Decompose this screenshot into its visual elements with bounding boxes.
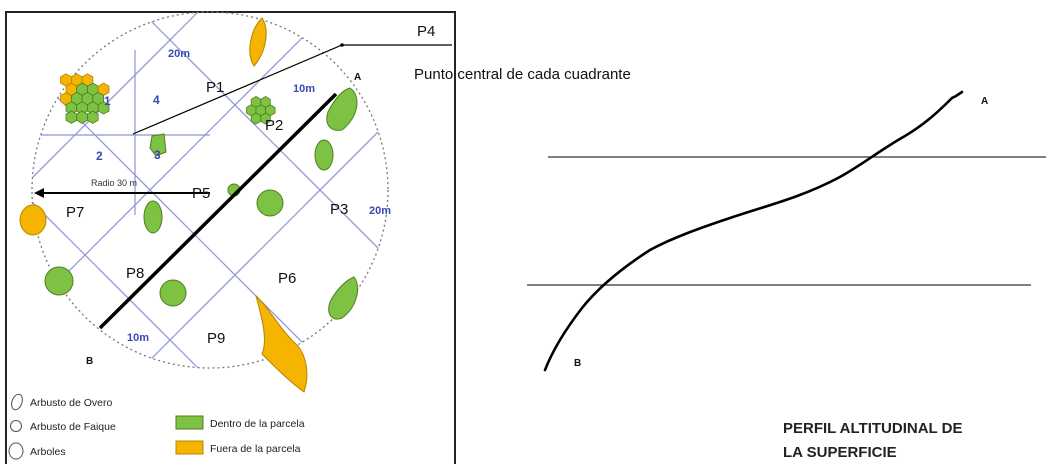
label-p6: P6 xyxy=(278,270,296,287)
inside-shrub-q3 xyxy=(149,133,167,157)
legend-arboles-icon xyxy=(8,442,24,460)
inside-shrub-p6 xyxy=(328,276,358,320)
tree-cluster-p2 xyxy=(246,96,276,125)
transect-line xyxy=(98,92,338,330)
p4-callout-dot xyxy=(340,43,344,47)
legend-outside-swatch xyxy=(175,440,204,455)
profile-title-line2: LA SUPERFICIE xyxy=(783,444,897,461)
tree-hexagon xyxy=(65,110,78,124)
label-dist-right-top: 10m xyxy=(293,83,315,95)
grid-line xyxy=(32,12,331,321)
inside-overo-center xyxy=(143,200,163,234)
label-p1: P1 xyxy=(206,79,224,96)
grid-line xyxy=(129,12,388,271)
legend-inside-swatch xyxy=(175,415,204,430)
label-quadrant-4: 4 xyxy=(153,93,160,107)
label-dist-right: 20m xyxy=(369,205,391,217)
radius-arrowhead xyxy=(34,188,44,198)
tree-hexagon xyxy=(260,112,271,125)
grid-line xyxy=(32,12,211,251)
grid-line xyxy=(32,129,211,368)
tree-cluster xyxy=(60,73,110,124)
legend-overo-icon xyxy=(11,393,23,411)
outside-shrub-bottom xyxy=(255,294,308,393)
tree-hexagon xyxy=(87,110,99,124)
legend: Arbusto de Overo Arbusto de Faique Arbol… xyxy=(8,393,305,460)
tree-hexagon xyxy=(250,112,262,125)
label-p2: P2 xyxy=(265,117,283,134)
label-quadrant-1: 1 xyxy=(104,94,111,108)
legend-overo-label: Arbusto de Overo xyxy=(30,397,112,409)
tree-hexagon xyxy=(76,110,88,124)
label-dist-top: 20m xyxy=(168,48,190,60)
label-p8: P8 xyxy=(126,265,144,282)
label-p3: P3 xyxy=(330,201,348,218)
legend-outside-label: Fuera de la parcela xyxy=(210,443,301,455)
inside-shrub-a xyxy=(326,87,358,131)
left-panel-frame xyxy=(5,11,456,464)
label-p7: P7 xyxy=(66,204,84,221)
quadrant-grid xyxy=(32,12,388,368)
label-quadrant-3: 3 xyxy=(154,148,161,162)
inside-overo xyxy=(314,139,334,171)
tree-hexagon xyxy=(97,101,110,115)
label-p9: P9 xyxy=(207,330,225,347)
label-p4: P4 xyxy=(417,23,435,40)
legend-inside-label: Dentro de la parcela xyxy=(210,418,305,430)
label-radius: Radio 30 m xyxy=(91,178,137,188)
label-quadrant-2: 2 xyxy=(96,149,103,163)
profile-label-a: A xyxy=(981,96,988,107)
inside-tree-p8 xyxy=(159,279,187,307)
label-dist-bottom: 10m xyxy=(127,332,149,344)
center-note: Punto central de cada cuadrante xyxy=(414,66,631,83)
label-p5: P5 xyxy=(192,185,210,202)
label-point-b: B xyxy=(86,356,93,367)
legend-faique-label: Arbusto de Faique xyxy=(30,421,116,433)
profile-label-b: B xyxy=(574,358,581,369)
legend-faique-icon xyxy=(10,420,22,432)
profile-curve xyxy=(543,90,964,372)
inside-tree-center xyxy=(256,189,284,217)
inside-tree-left xyxy=(44,266,74,296)
outside-shrub-top xyxy=(249,17,267,67)
label-point-a: A xyxy=(354,72,361,83)
plot-circle xyxy=(31,11,389,369)
outside-faique-left xyxy=(19,204,47,236)
profile-title-line1: PERFIL ALTITUDINAL DE xyxy=(783,420,962,437)
grid-line xyxy=(129,109,388,368)
legend-arboles-label: Arboles xyxy=(30,446,66,458)
